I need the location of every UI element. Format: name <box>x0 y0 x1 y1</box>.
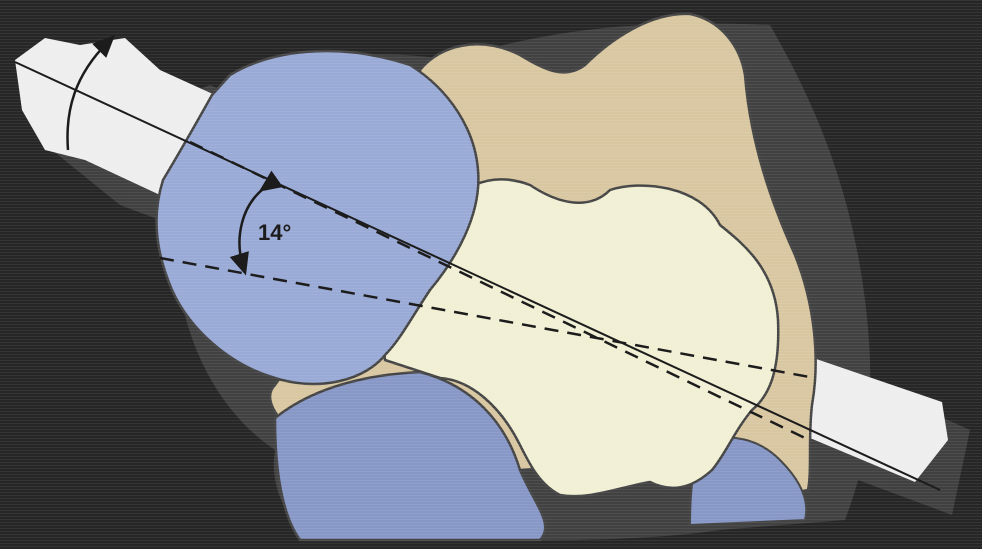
angle-label: 14° <box>258 220 291 245</box>
